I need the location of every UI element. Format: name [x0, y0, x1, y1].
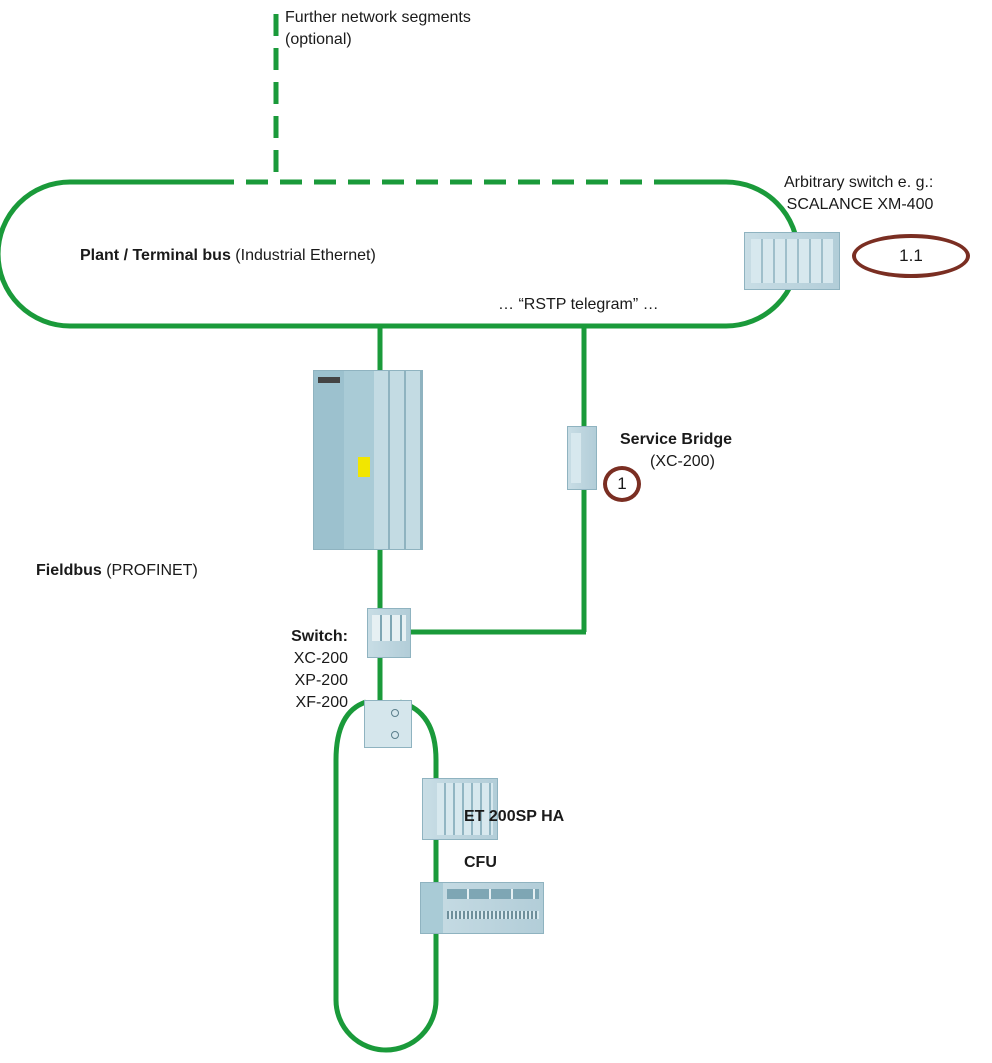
service-bridge-model: (XC-200) — [650, 451, 715, 473]
fieldbus-desc: (PROFINET) — [102, 562, 198, 579]
badge-1: 1 — [603, 466, 641, 502]
rstp-label: … “RSTP telegram” … — [498, 294, 659, 316]
plant-bus-desc: (Industrial Ethernet) — [231, 247, 376, 264]
further-segments-label: Further network segments (optional) — [285, 7, 471, 51]
cfu-icon — [420, 882, 544, 934]
further-segments-line2: (optional) — [285, 29, 471, 51]
switch-callout-line2: SCALANCE XM-400 — [778, 194, 933, 216]
xf200-switch-icon — [364, 700, 412, 748]
et200sp-ha-label: ET 200SP HA — [464, 806, 564, 828]
switch-label: Switch: XC-200 XP-200 XF-200 — [272, 626, 348, 714]
switch-model-3: XF-200 — [272, 692, 348, 714]
fieldbus-title: Fieldbus — [36, 562, 102, 579]
service-bridge-title: Service Bridge — [620, 429, 732, 451]
cfu-label: CFU — [464, 852, 497, 874]
switch-title: Switch: — [272, 626, 348, 648]
switch-callout-label: Arbitrary switch e. g.: SCALANCE XM-400 — [784, 172, 933, 216]
controller-icon — [313, 370, 423, 550]
plant-bus-title: Plant / Terminal bus — [80, 247, 231, 264]
switch-callout-line1: Arbitrary switch e. g.: — [784, 172, 933, 194]
service-bridge-icon — [567, 426, 597, 490]
xc200-switch-icon — [367, 608, 411, 658]
switch-model-1: XC-200 — [272, 648, 348, 670]
scalance-xm400-switch-icon — [744, 232, 840, 290]
plant-bus-label: Plant / Terminal bus (Industrial Etherne… — [80, 245, 376, 267]
further-segments-line1: Further network segments — [285, 7, 471, 29]
fieldbus-ring — [336, 700, 436, 1050]
badge-1-1: 1.1 — [852, 234, 970, 278]
switch-model-2: XP-200 — [272, 670, 348, 692]
fieldbus-label: Fieldbus (PROFINET) — [36, 560, 198, 582]
